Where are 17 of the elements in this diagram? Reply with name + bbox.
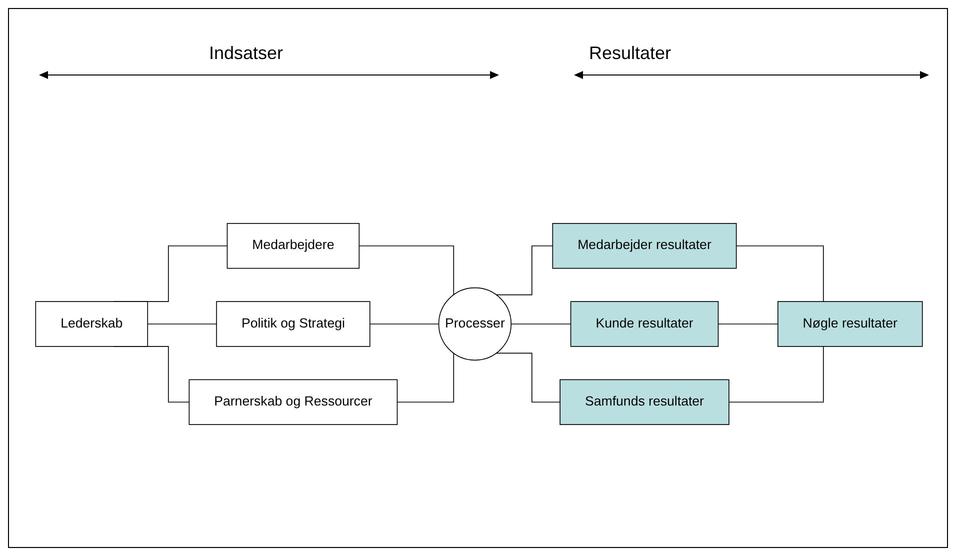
node-box: Lederskab — [35, 301, 148, 347]
connector — [736, 245, 824, 302]
node-box: Medarbejdere — [226, 223, 360, 269]
node-box: Kunde resultater — [570, 301, 719, 347]
connector — [496, 245, 554, 296]
section-heading: Indsatser — [209, 43, 284, 64]
node-circle: Processer — [438, 287, 512, 361]
node-box: Parnerskab og Ressourcer — [188, 379, 398, 425]
connector — [496, 352, 560, 403]
node-box: Samfunds resultater — [560, 379, 730, 425]
node-box: Politik og Strategi — [216, 301, 370, 347]
connector — [728, 346, 824, 403]
section-heading: Resultater — [589, 43, 672, 64]
node-box: Medarbejder resultater — [552, 223, 737, 269]
connector — [358, 245, 454, 296]
connector — [396, 352, 454, 403]
node-box: Nøgle resultater — [777, 301, 923, 347]
